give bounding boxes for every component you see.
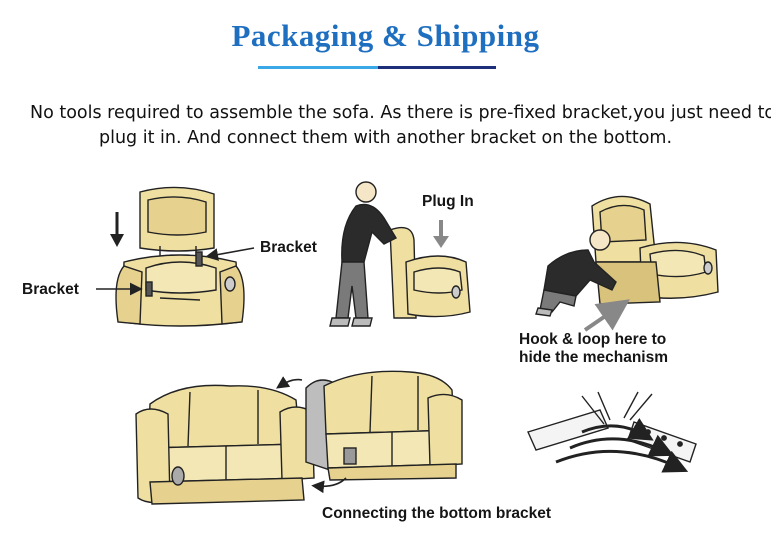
down-arrow-icon: [110, 212, 124, 247]
description-line-1: No tools required to assemble the sofa. …: [30, 103, 771, 123]
bracket-top-label: Bracket: [260, 239, 317, 256]
hook-loop-illustration: [535, 195, 719, 317]
sofa-left-section-illustration: [135, 384, 315, 505]
sofa-right-section-illustration: [305, 370, 463, 481]
move-arrow-bottom-icon: [311, 477, 347, 494]
hook-loop-label-line-1: Hook & loop here to: [519, 331, 667, 348]
description-line-2: plug it in. And connect them with anothe…: [98, 128, 673, 148]
bracket-left-label: Bracket: [22, 281, 79, 298]
assembly-description: No tools required to assemble the sofa. …: [30, 101, 771, 151]
hook-loop-label: Hook & loop here to hide the mechanism: [519, 331, 668, 367]
plug-in-label: Plug In: [422, 193, 474, 210]
hook-loop-label-line-2: hide the mechanism: [519, 349, 669, 366]
title-underline-light: [258, 66, 378, 69]
plug-in-illustration: [329, 181, 471, 327]
bracket-top-pointer: [205, 247, 255, 261]
plug-in-arrow-icon: [433, 220, 449, 248]
title-underline-dark: [378, 66, 496, 69]
recliner-back-lift-illustration: [115, 186, 245, 327]
move-arrow-top-icon: [276, 376, 303, 389]
hook-loop-pointer: [583, 299, 630, 332]
bracket-connection-detail: [527, 391, 697, 473]
page-title: Packaging & Shipping: [231, 18, 540, 53]
connecting-bracket-label: Connecting the bottom bracket: [322, 505, 552, 522]
